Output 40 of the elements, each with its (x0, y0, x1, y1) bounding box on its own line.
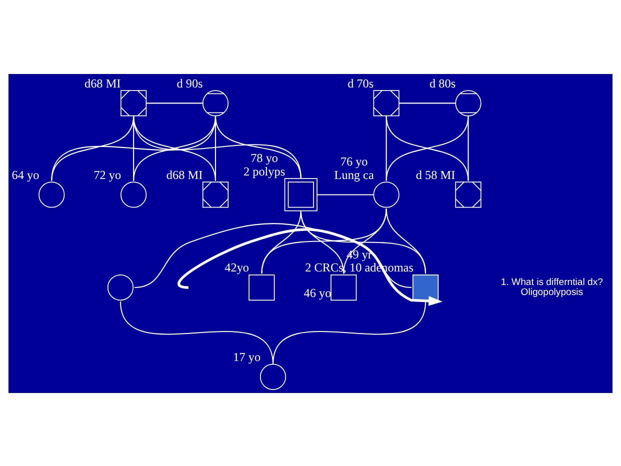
node-label: d68 MI (166, 167, 203, 182)
node-label: 2 polyps (243, 164, 286, 178)
label: 1. What is differntial dx? (500, 276, 603, 288)
connector (134, 222, 412, 288)
connector (214, 115, 302, 178)
arrow (178, 228, 443, 306)
node-label: 72 yo (94, 167, 122, 182)
node-label: Lung ca (334, 167, 374, 182)
connector (398, 102, 456, 104)
node-label: d 90s (176, 76, 203, 90)
node-label: d 70s (348, 76, 374, 90)
node-circle (107, 274, 134, 300)
node-box (412, 274, 439, 300)
connector (146, 102, 203, 104)
node-box (284, 178, 318, 211)
node-circle (38, 181, 65, 208)
node-circle (373, 181, 400, 208)
label: Oligopolyposis (520, 286, 584, 298)
node-box (248, 274, 275, 300)
node-label: d68 MI (84, 76, 121, 90)
connector (468, 115, 469, 180)
node-label: 64 yo (12, 167, 40, 182)
connector (343, 208, 387, 274)
connector (317, 194, 374, 195)
connector (133, 115, 302, 178)
node-label: d 58 MI (416, 167, 456, 182)
node-label: 42yo (224, 260, 250, 274)
node-circle (455, 90, 482, 116)
node-label: 17 yo (233, 349, 261, 364)
node-label: d 80s (430, 76, 456, 90)
node-circle (202, 90, 229, 116)
node-circle (260, 363, 286, 390)
connector (261, 210, 302, 274)
node-box (330, 274, 357, 300)
node-label: 76 yo (340, 154, 368, 168)
connector (300, 210, 344, 274)
connector (386, 115, 469, 180)
node-label: 78 yo (250, 150, 278, 165)
connector (272, 300, 426, 364)
node-circle (120, 181, 147, 208)
